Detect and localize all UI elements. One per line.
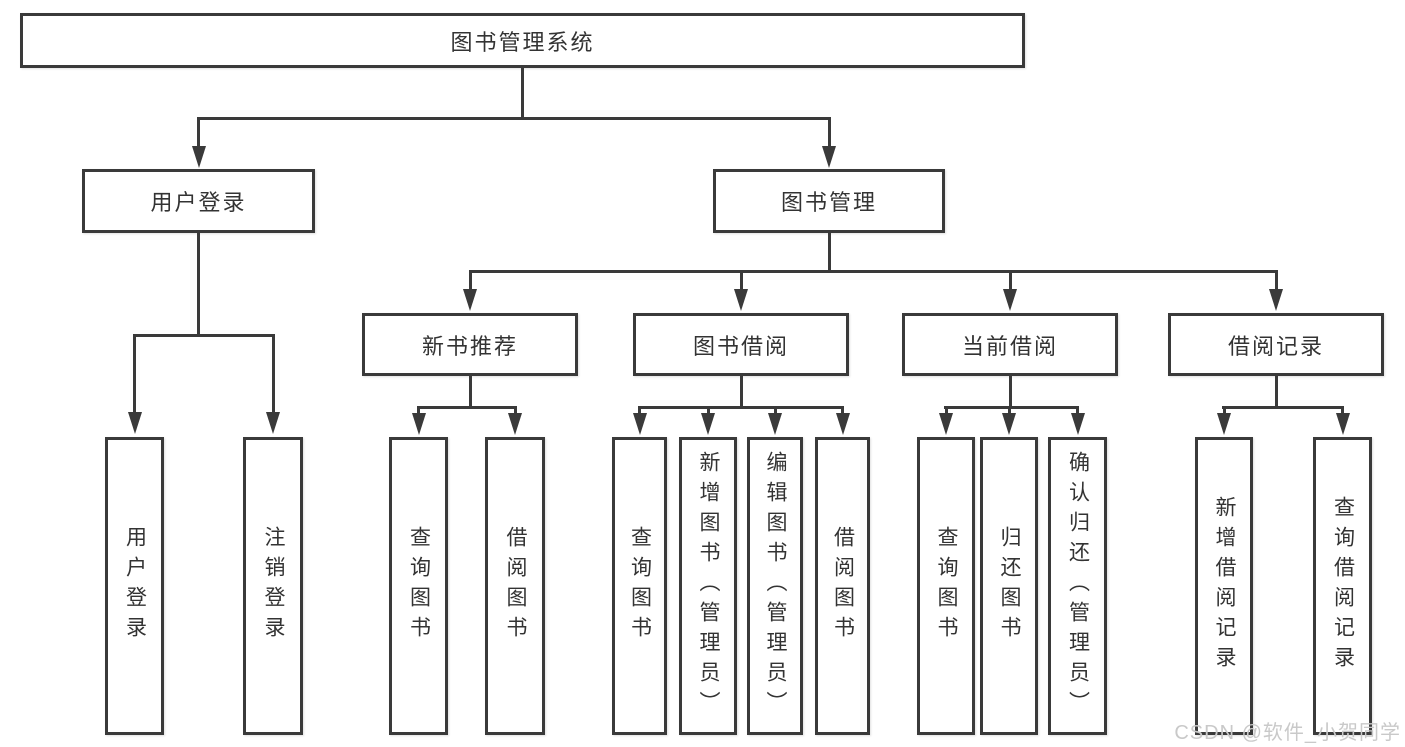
- connector-line: [1222, 406, 1226, 415]
- node-label: 图书管理: [780, 190, 877, 215]
- arrowhead-down: [1269, 289, 1283, 311]
- node-label: 注销登录: [262, 526, 285, 646]
- node-new-book-recommend: 新书推荐: [362, 313, 578, 376]
- connector-line: [468, 270, 1278, 273]
- connector-line: [944, 406, 948, 415]
- node-user-login-action: 用户登录: [105, 437, 164, 735]
- arrowhead-down: [191, 146, 206, 168]
- node-label: 查询图书: [935, 526, 958, 646]
- connector-line: [1274, 373, 1278, 408]
- connector-line: [1007, 406, 1011, 415]
- node-add-borrow-record: 新增借阅记录: [1195, 437, 1253, 735]
- connector-line: [1008, 270, 1012, 289]
- connector-line: [1076, 406, 1079, 415]
- node-query-books-2: 查询图书: [612, 437, 667, 735]
- arrowhead-down: [266, 412, 280, 434]
- node-query-borrow-record: 查询借阅记录: [1313, 437, 1372, 735]
- node-label: 图书借阅: [692, 333, 789, 359]
- node-query-books-1: 查询图书: [389, 437, 448, 735]
- csdn-watermark: CSDN @软件_小贺同学: [1174, 722, 1401, 744]
- node-label: 编辑图书（管理员）: [764, 451, 787, 721]
- node-confirm-return-admin: 确认归还（管理员）: [1048, 437, 1107, 735]
- connector-line: [468, 373, 472, 408]
- node-label: 用户登录: [123, 526, 147, 646]
- connector-line: [944, 406, 1079, 409]
- arrowhead-down: [508, 413, 522, 435]
- arrowhead-down: [822, 146, 836, 168]
- node-library-management-system: 图书管理系统: [20, 13, 1025, 68]
- connector-line: [197, 117, 831, 120]
- arrowhead-down: [1070, 413, 1085, 435]
- node-return-books: 归还图书: [980, 437, 1038, 735]
- node-edit-books-admin: 编辑图书（管理员）: [747, 437, 803, 735]
- connector-line: [417, 406, 420, 415]
- connector-line: [1274, 270, 1278, 289]
- node-user-login: 用户登录: [82, 169, 315, 233]
- node-book-borrowing: 图书借阅: [633, 313, 849, 376]
- connector-line: [706, 406, 710, 415]
- node-label: 查询图书: [628, 526, 652, 646]
- node-book-management: 图书管理: [713, 169, 945, 233]
- node-label: 确认归还（管理员）: [1066, 451, 1090, 721]
- node-add-books-admin: 新增图书（管理员）: [679, 437, 737, 735]
- connector-line: [417, 406, 517, 409]
- node-borrowing-records: 借阅记录: [1168, 313, 1384, 376]
- arrowhead-down: [1217, 413, 1231, 435]
- arrowhead-down: [1335, 413, 1350, 435]
- arrowhead-down: [939, 413, 953, 435]
- connector-line: [197, 230, 200, 336]
- arrowhead-down: [734, 289, 748, 311]
- connector-line: [468, 270, 472, 289]
- connector-line: [271, 334, 275, 412]
- node-borrow-books-1: 借阅图书: [485, 437, 545, 735]
- node-label: 新增图书（管理员）: [697, 451, 720, 721]
- connector-line: [773, 406, 777, 415]
- node-logout-action: 注销登录: [243, 437, 303, 735]
- node-label: 查询图书: [407, 526, 431, 646]
- connector-line: [197, 117, 200, 148]
- node-label: 查询借阅记录: [1331, 496, 1355, 676]
- connector-line: [638, 406, 641, 415]
- node-label: 用户登录: [150, 190, 247, 215]
- connector-line: [827, 230, 831, 273]
- node-query-books-3: 查询图书: [917, 437, 975, 735]
- arrowhead-down: [768, 413, 782, 435]
- arrowhead-down: [411, 413, 426, 435]
- arrowhead-down: [701, 413, 715, 435]
- connector-line: [739, 373, 743, 408]
- connector-line: [1008, 373, 1012, 408]
- connector-line: [513, 406, 517, 415]
- connector-line: [841, 406, 844, 415]
- connector-line: [520, 66, 524, 119]
- node-current-borrowing: 当前借阅: [902, 313, 1118, 376]
- connector-line: [638, 406, 844, 409]
- node-label: 归还图书: [998, 526, 1021, 646]
- node-label: 图书管理系统: [450, 29, 595, 55]
- connector-line: [1222, 406, 1344, 409]
- arrowhead-down: [1003, 289, 1017, 311]
- connector-line: [827, 117, 831, 148]
- node-label: 借阅记录: [1227, 333, 1324, 359]
- arrowhead-down: [463, 289, 477, 311]
- arrowhead-down: [1002, 413, 1016, 435]
- arrowhead-down: [632, 413, 647, 435]
- node-label: 当前借阅: [961, 333, 1058, 359]
- arrowhead-down: [835, 413, 850, 435]
- connector-line: [133, 334, 136, 412]
- connector-line: [133, 334, 275, 337]
- node-label: 新增借阅记录: [1213, 496, 1236, 676]
- connector-line: [739, 270, 743, 289]
- node-label: 借阅图书: [504, 526, 527, 646]
- arrowhead-down: [127, 412, 142, 434]
- node-label: 借阅图书: [831, 526, 855, 646]
- node-label: 新书推荐: [421, 333, 518, 359]
- node-borrow-books-2: 借阅图书: [815, 437, 870, 735]
- connector-line: [1341, 406, 1344, 415]
